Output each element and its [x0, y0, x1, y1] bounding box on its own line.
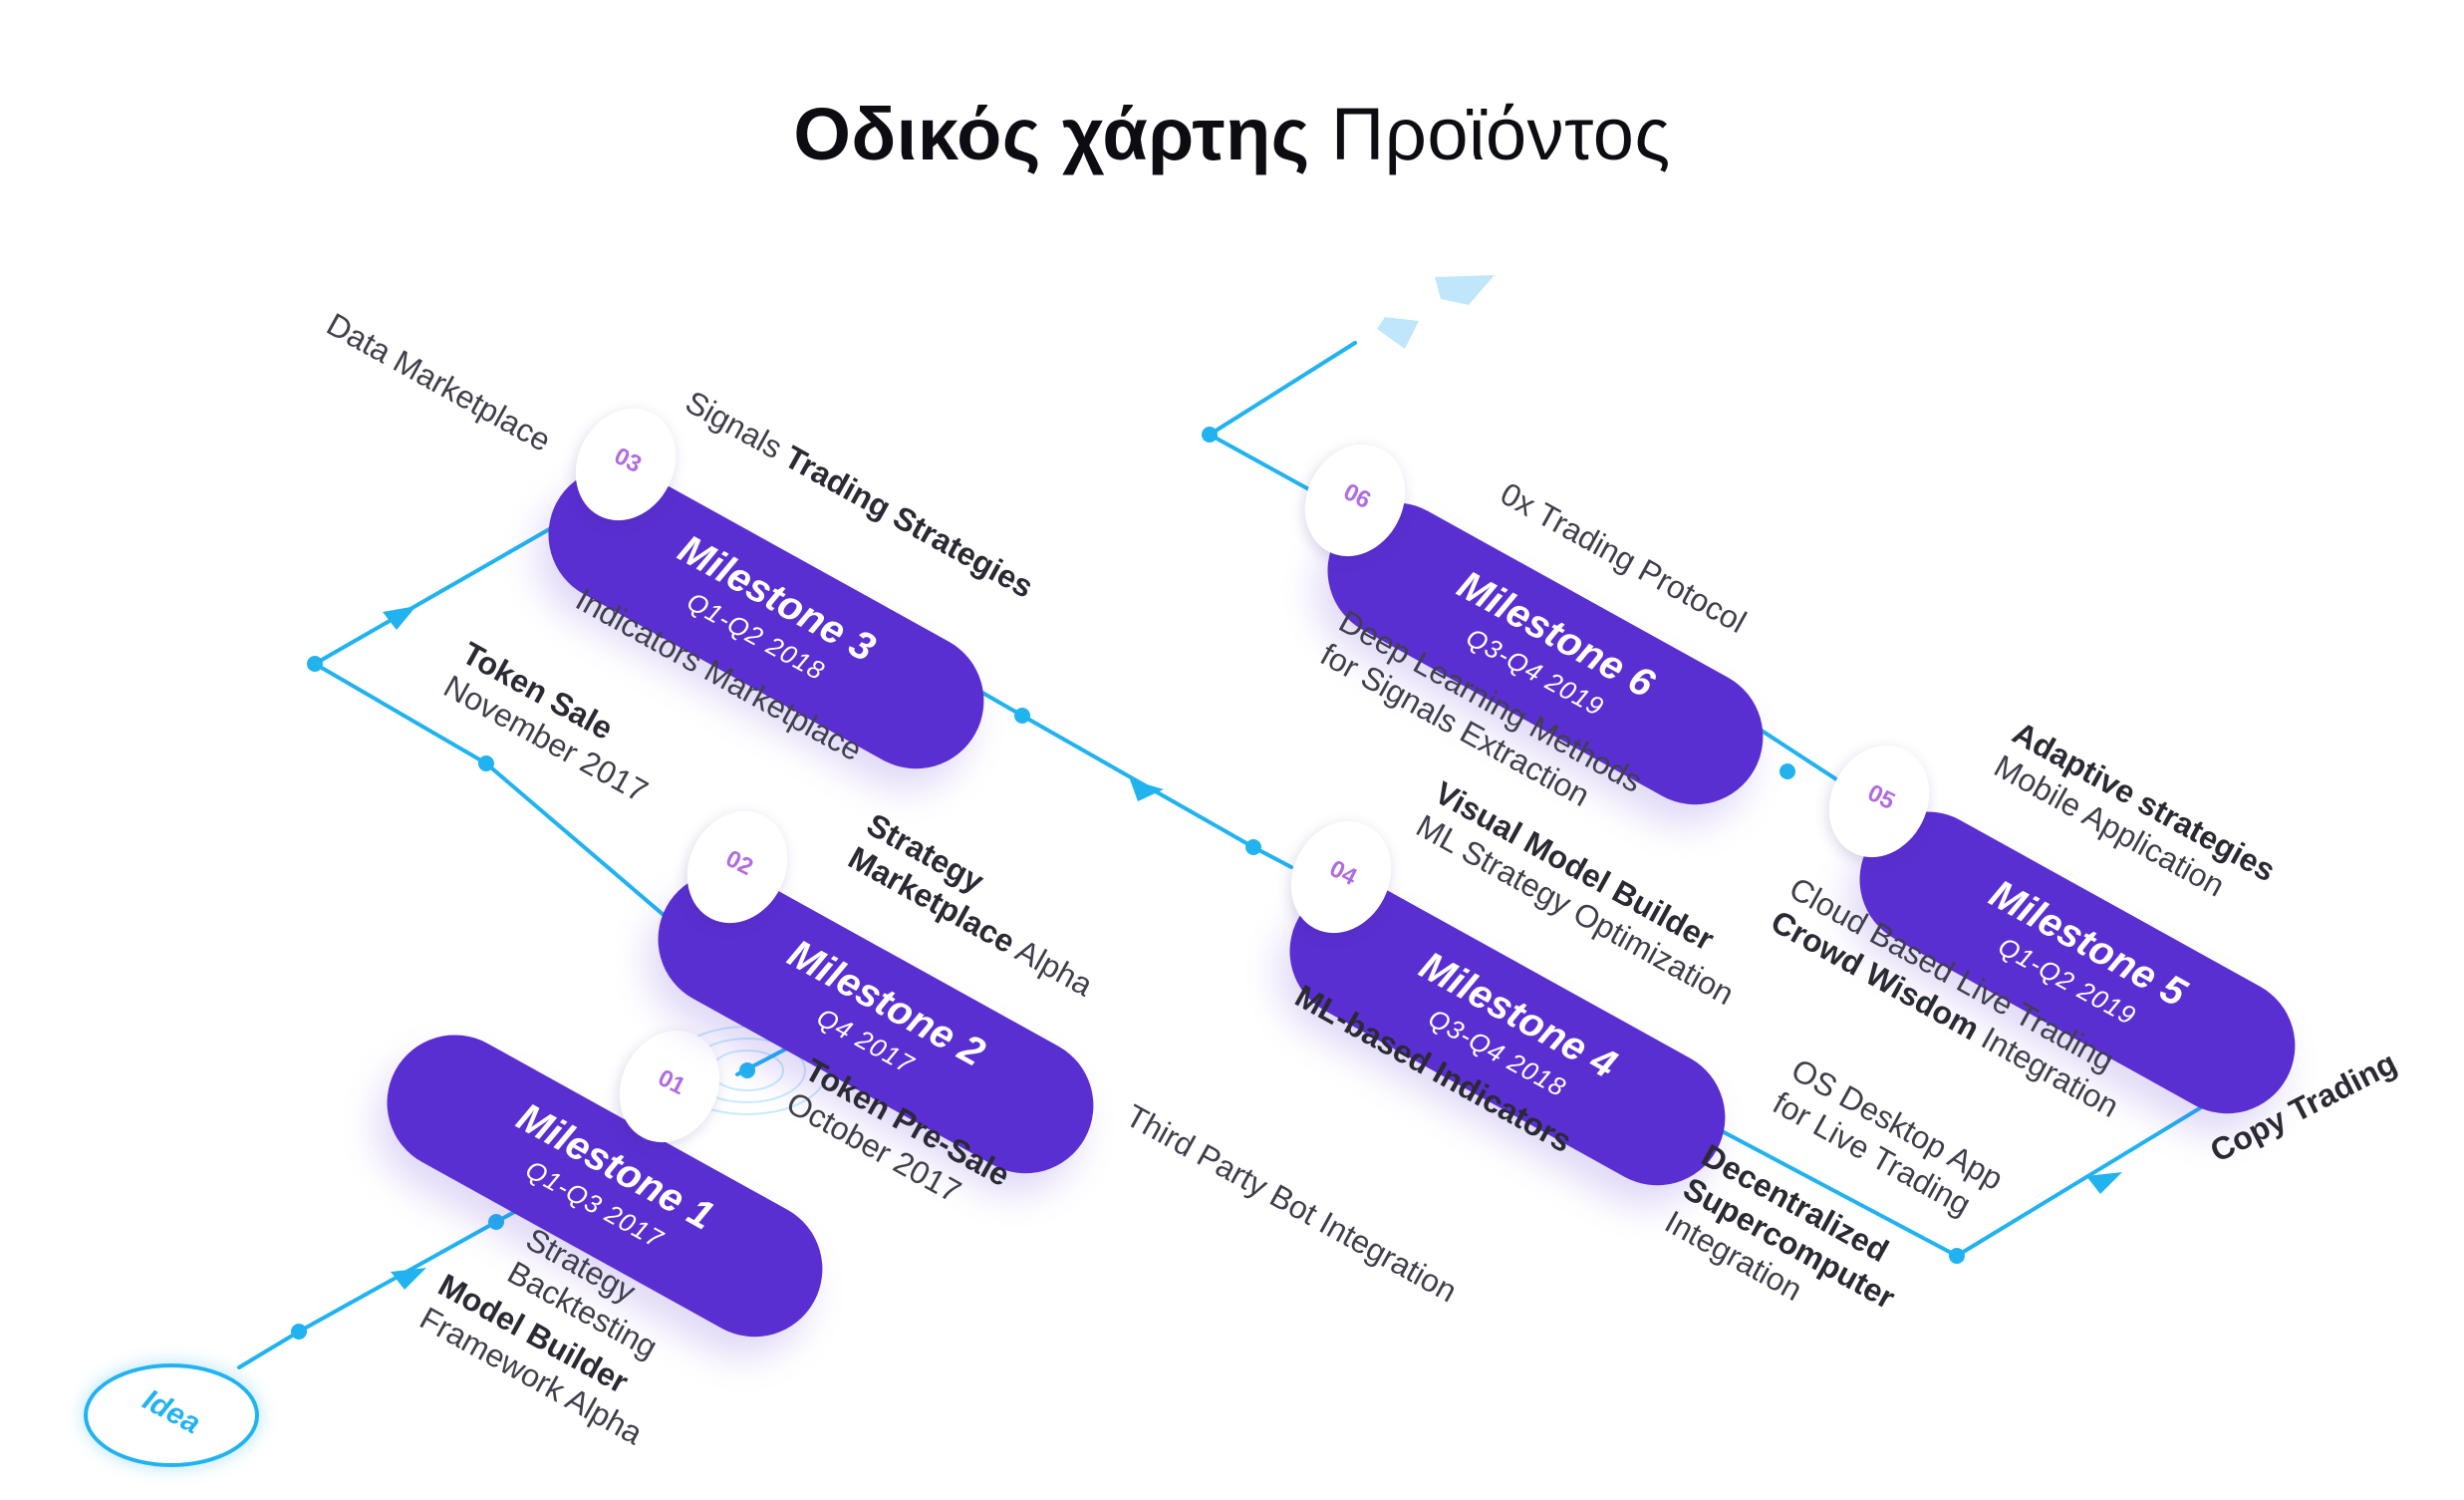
arrow-icon [1130, 779, 1164, 801]
label-token-sale: Token Sale November 2017 [437, 634, 673, 810]
milestone-4-number: 04 [1325, 854, 1362, 892]
chevron-icon [1377, 317, 1419, 349]
waypoint-dots [291, 427, 2290, 1340]
arrow-icon [383, 606, 416, 630]
label-third-party-bot: Third Party Bot Integration [1120, 1096, 1464, 1310]
milestone-2-number: 02 [721, 844, 758, 882]
title-bold: Οδικός χάρτης [793, 93, 1310, 175]
title-light: Προϊόντος [1330, 93, 1671, 175]
milestone-3-number: 03 [610, 442, 647, 479]
label-data-marketplace: Data Marketplace [321, 305, 558, 459]
milestone-6-number: 06 [1339, 477, 1376, 515]
page-title: Οδικός χάρτης Προϊόντος [0, 92, 2464, 176]
label-data-marketplace-text: Data Marketplace [321, 305, 557, 458]
chevron-icon [1435, 275, 1495, 305]
idea-label: Idea [137, 1382, 206, 1441]
label-signals-1: Signals [680, 383, 789, 466]
milestone-5-number: 05 [1863, 778, 1900, 816]
milestone-1-number: 01 [654, 1063, 690, 1101]
arrow-icon [391, 1268, 426, 1290]
direction-arrows [383, 606, 2122, 1290]
exit-chevrons [1377, 275, 1495, 349]
path-m2-to-m3 [313, 522, 680, 929]
label-third-party-bot-text: Third Party Bot Integration [1120, 1096, 1464, 1310]
arrow-icon [2086, 1172, 2122, 1194]
path-m3-to-m4 [955, 676, 1293, 869]
idea-start-node: Idea [84, 1363, 259, 1467]
